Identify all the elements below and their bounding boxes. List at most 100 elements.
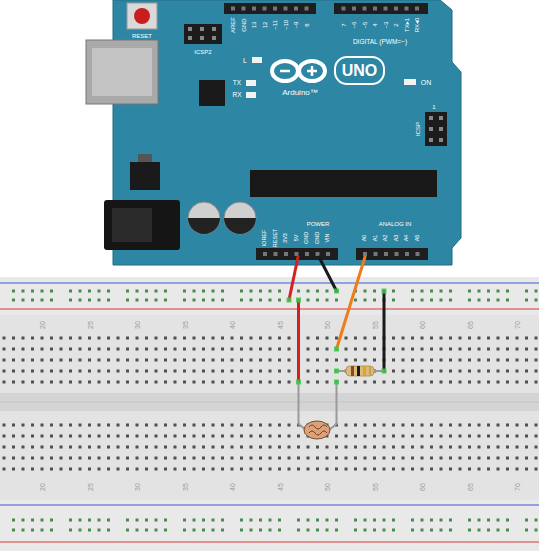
breadboard-holes bbox=[60, 359, 63, 362]
led-label: TX bbox=[233, 80, 241, 87]
breadboard-holes bbox=[50, 424, 53, 427]
breadboard-holes bbox=[506, 468, 509, 471]
breadboard-holes bbox=[250, 370, 253, 373]
breadboard-holes bbox=[335, 457, 338, 460]
breadboard-holes bbox=[421, 337, 424, 340]
breadboard bbox=[0, 393, 539, 411]
arduino-board bbox=[188, 202, 220, 234]
breadboard-holes bbox=[41, 381, 44, 384]
breadboard-holes bbox=[60, 468, 63, 471]
breadboard-holes bbox=[69, 359, 72, 362]
header-label: ICSP bbox=[415, 122, 421, 136]
breadboard-holes bbox=[136, 435, 139, 438]
arduino-board bbox=[305, 252, 309, 256]
breadboard-holes bbox=[478, 348, 481, 351]
breadboard-holes bbox=[449, 299, 452, 302]
breadboard-holes bbox=[430, 337, 433, 340]
breadboard-holes bbox=[307, 370, 310, 373]
column-number: 25 bbox=[86, 321, 93, 329]
breadboard-holes bbox=[535, 299, 538, 302]
breadboard-holes bbox=[487, 348, 490, 351]
breadboard-holes bbox=[88, 468, 91, 471]
pin-label: RX◂0 bbox=[414, 18, 420, 33]
breadboard-holes bbox=[288, 381, 291, 384]
photoresistor-symbol bbox=[309, 425, 327, 435]
breadboard-holes bbox=[269, 424, 272, 427]
arduino-board bbox=[246, 92, 256, 98]
breadboard-holes bbox=[468, 370, 471, 373]
breadboard-holes bbox=[506, 359, 509, 362]
breadboard-holes bbox=[12, 370, 15, 373]
breadboard-holes bbox=[240, 529, 243, 532]
photoresistor-symbol bbox=[299, 382, 337, 439]
breadboard-holes bbox=[136, 424, 139, 427]
breadboard-holes bbox=[12, 381, 15, 384]
breadboard-holes bbox=[98, 299, 101, 302]
breadboard-holes bbox=[373, 348, 376, 351]
breadboard-holes bbox=[202, 435, 205, 438]
breadboard-holes bbox=[22, 519, 25, 522]
breadboard-holes bbox=[335, 337, 338, 340]
connected-hole bbox=[296, 380, 301, 385]
breadboard-holes bbox=[459, 435, 462, 438]
pin-label: GND bbox=[241, 18, 247, 31]
breadboard-holes bbox=[136, 446, 139, 449]
breadboard-holes bbox=[231, 359, 234, 362]
breadboard-holes bbox=[50, 290, 53, 293]
breadboard-holes bbox=[269, 290, 272, 293]
breadboard-holes bbox=[174, 348, 177, 351]
column-number: 60 bbox=[419, 321, 426, 329]
breadboard-holes bbox=[345, 446, 348, 449]
breadboard-holes bbox=[497, 337, 500, 340]
breadboard-holes bbox=[288, 337, 291, 340]
breadboard-holes bbox=[269, 435, 272, 438]
breadboard-holes bbox=[506, 519, 509, 522]
arduino-board bbox=[231, 7, 235, 11]
breadboard-holes bbox=[117, 457, 120, 460]
breadboard-holes bbox=[373, 446, 376, 449]
breadboard-holes bbox=[364, 519, 367, 522]
breadboard-holes bbox=[316, 529, 319, 532]
breadboard-holes bbox=[202, 529, 205, 532]
breadboard-holes bbox=[240, 381, 243, 384]
arduino-board bbox=[384, 252, 388, 256]
breadboard-holes bbox=[468, 457, 471, 460]
breadboard-holes bbox=[31, 337, 34, 340]
breadboard-holes bbox=[440, 529, 443, 532]
column-number: 25 bbox=[86, 483, 93, 491]
connected-hole bbox=[334, 380, 339, 385]
arduino-board bbox=[272, 61, 298, 81]
pin-label: ~11 bbox=[272, 20, 278, 30]
breadboard bbox=[0, 402, 539, 403]
breadboard-holes bbox=[278, 468, 281, 471]
pin-label: A1 bbox=[373, 235, 379, 242]
breadboard-holes bbox=[3, 381, 6, 384]
breadboard-holes bbox=[145, 424, 148, 427]
breadboard-holes bbox=[269, 457, 272, 460]
breadboard-holes bbox=[60, 348, 63, 351]
breadboard-holes bbox=[164, 381, 167, 384]
breadboard-holes bbox=[221, 519, 224, 522]
breadboard bbox=[0, 277, 539, 551]
breadboard-holes bbox=[535, 290, 538, 293]
breadboard-holes bbox=[240, 457, 243, 460]
breadboard-holes bbox=[136, 381, 139, 384]
breadboard-holes bbox=[525, 424, 528, 427]
breadboard-holes bbox=[12, 299, 15, 302]
breadboard-holes bbox=[193, 435, 196, 438]
breadboard-holes bbox=[79, 299, 82, 302]
breadboard-holes bbox=[373, 381, 376, 384]
pin-label: GND bbox=[315, 232, 321, 244]
arduino-board bbox=[104, 200, 180, 250]
connected-hole bbox=[334, 289, 339, 294]
breadboard-holes bbox=[250, 446, 253, 449]
resistor-symbol bbox=[337, 366, 385, 376]
breadboard-holes bbox=[354, 468, 357, 471]
breadboard-holes bbox=[468, 359, 471, 362]
breadboard-holes bbox=[487, 435, 490, 438]
breadboard-holes bbox=[307, 446, 310, 449]
breadboard-holes bbox=[183, 468, 186, 471]
breadboard-holes bbox=[392, 435, 395, 438]
breadboard-holes bbox=[98, 290, 101, 293]
breadboard-holes bbox=[364, 348, 367, 351]
